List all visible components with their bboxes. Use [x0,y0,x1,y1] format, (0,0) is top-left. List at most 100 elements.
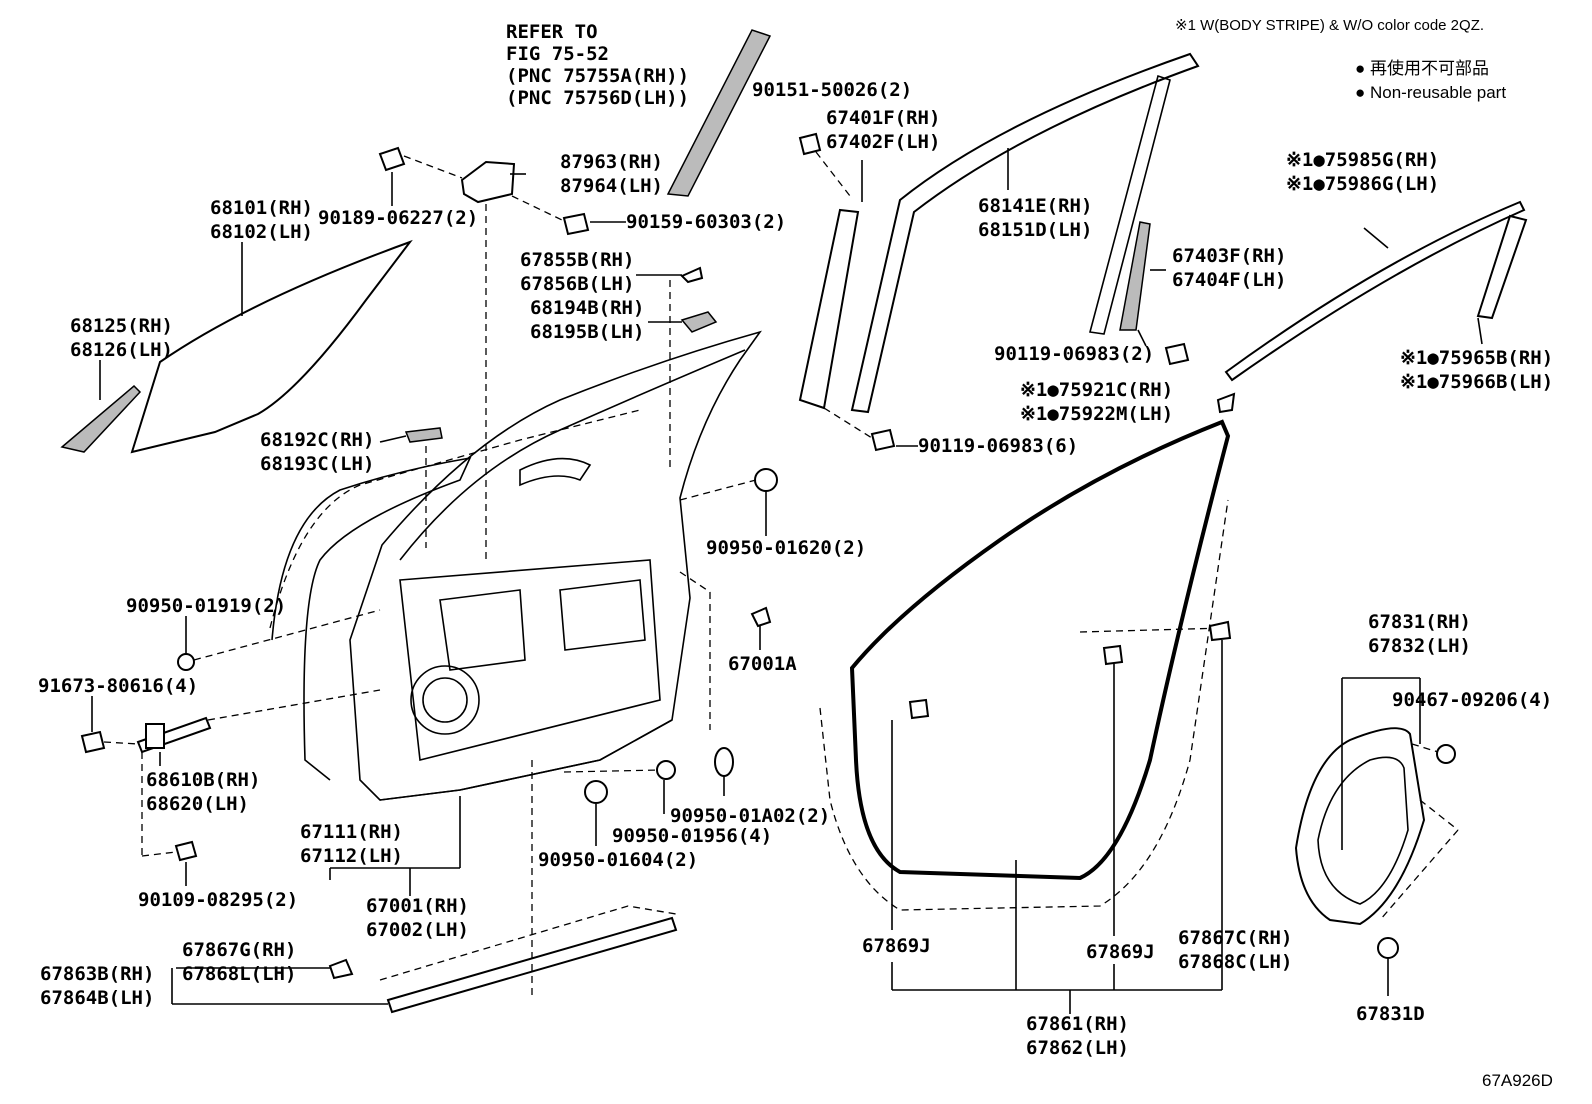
service-hole-cover [1294,727,1426,926]
label-68125: 68125(RH) [70,315,173,337]
label-67869j-a: 67869J [862,935,931,957]
label-67831: 67831(RH) [1368,611,1471,633]
refer-line-3: (PNC 75755A(RH)) [506,65,689,87]
label-75986g: ※1●75986G(LH) [1286,173,1439,195]
label-67402f: 67402F(LH) [826,131,940,153]
label-68192c: 68192C(RH) [260,429,374,451]
clip-67855b [680,266,704,284]
door-frame-strip-67401f [798,208,860,410]
speaker-hole [410,665,480,735]
label-75921c: ※1●75921C(RH) [1020,379,1173,401]
clip-68192c [404,427,443,443]
label-67401f: 67401F(RH) [826,107,940,129]
label-90950-01956: 90950-01956(4) [612,825,772,847]
clip-67831d [1377,937,1399,959]
label-90950-01919: 90950-01919(2) [126,595,286,617]
door-frame-strip-68141e [850,52,1200,414]
label-67002: 67002(LH) [366,919,469,941]
label-90467: 90467-09206(4) [1392,689,1552,711]
label-91673: 91673-80616(4) [38,675,198,697]
door-check-bracket [145,723,165,749]
top-note: ※1 W(BODY STRIPE) & W/O color code 2QZ. [1175,17,1484,34]
leader-lines [91,148,1483,1014]
label-67403f: 67403F(RH) [1172,245,1286,267]
label-67856b: 67856B(LH) [520,273,634,295]
bolt-90109 [174,840,198,862]
label-67867g: 67867G(RH) [182,939,296,961]
label-67832: 67832(LH) [1368,635,1471,657]
clip-67867g [328,958,354,980]
refer-line-2: FIG 75-52 [506,43,609,65]
weatherstrip-dash2 [1079,627,1225,633]
door-panel-detail [399,559,661,761]
frame-garnish [666,29,772,197]
bolt-90159 [562,212,590,236]
label-67001a: 67001A [728,653,797,675]
clip-67869j-a [908,698,930,720]
door-frame [349,330,762,801]
clip-67869j-b [1102,644,1124,666]
label-67867c: 67867C(RH) [1178,927,1292,949]
grommet-90950-01604 [584,780,608,804]
legend-line-ja: ● 再使用不可部品 [1355,58,1489,78]
label-90119-a: 90119-06983(2) [994,343,1154,365]
moulding-75965b [1476,214,1528,320]
bolt-90189 [378,146,406,172]
label-67111: 67111(RH) [300,821,403,843]
label-68151d: 68151D(LH) [978,219,1092,241]
label-67869j-b: 67869J [1086,941,1155,963]
label-87964: 87964(LH) [560,175,663,197]
door-outer-panel [271,456,472,781]
belt-moulding [1224,200,1526,382]
label-67861: 67861(RH) [1026,1013,1129,1035]
quarter-glass [60,384,142,453]
label-67863b: 67863B(RH) [40,963,154,985]
label-75966b: ※1●75966B(LH) [1400,371,1553,393]
label-67831d: 67831D [1356,1003,1425,1025]
label-68126: 68126(LH) [70,339,173,361]
label-68620: 68620(LH) [146,793,249,815]
label-68194b: 68194B(RH) [530,297,644,319]
label-67855b: 67855B(RH) [520,249,634,271]
grommet-90950-01956 [656,760,676,780]
clip-67001a [750,606,772,628]
door-frame-inner [399,349,746,561]
label-67868l: 67868L(LH) [182,963,296,985]
label-67001: 67001(RH) [366,895,469,917]
refer-line-1: REFER TO [506,21,598,43]
label-68195b: 68195B(LH) [530,321,644,343]
label-67864b: 67864B(LH) [40,987,154,1009]
label-90119-b: 90119-06983(6) [918,435,1078,457]
grommet-90950-01620 [754,468,778,492]
belt-dash [379,905,677,981]
legend-line-en: ● Non-reusable part [1355,83,1506,102]
mirror-bracket [460,160,516,204]
label-67868c: 67868C(LH) [1178,951,1292,973]
weatherstrip [849,419,1231,881]
grommet-90950-01919 [177,653,195,671]
label-67404f: 67404F(LH) [1172,269,1286,291]
clip-75921c [1216,392,1236,414]
bolt-91673 [80,730,106,754]
cover-67403f [1119,221,1151,331]
label-90159: 90159-60303(2) [626,211,786,233]
label-68610b: 68610B(RH) [146,769,260,791]
bolt-90119-a [1164,342,1190,366]
fasteners [80,132,1456,980]
label-68102: 68102(LH) [210,221,313,243]
service-hole-cover-inner [1317,756,1409,905]
refer-line-4: (PNC 75756D(LH)) [506,87,689,109]
label-90151: 90151-50026(2) [752,79,912,101]
label-67112: 67112(LH) [300,845,403,867]
label-90189: 90189-06227(2) [318,207,478,229]
label-87963: 87963(RH) [560,151,663,173]
door-cutouts [439,457,646,671]
label-90109: 90109-08295(2) [138,889,298,911]
bolt-90119-b [870,428,896,452]
label-68101: 68101(RH) [210,197,313,219]
label-67862: 67862(LH) [1026,1037,1129,1059]
bolt-90467 [1436,744,1456,764]
diagram-id: 67A926D [1482,1071,1553,1090]
